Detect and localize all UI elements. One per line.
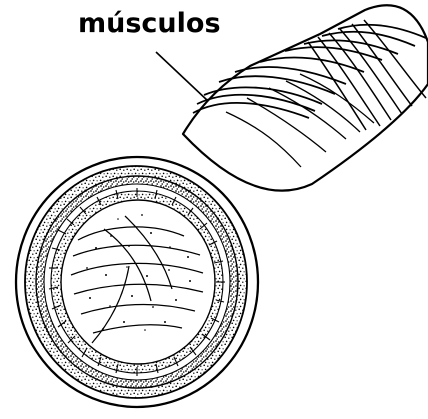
lumen — [61, 200, 215, 364]
leader-line — [156, 52, 208, 101]
muscle-label: músculos — [78, 10, 221, 37]
